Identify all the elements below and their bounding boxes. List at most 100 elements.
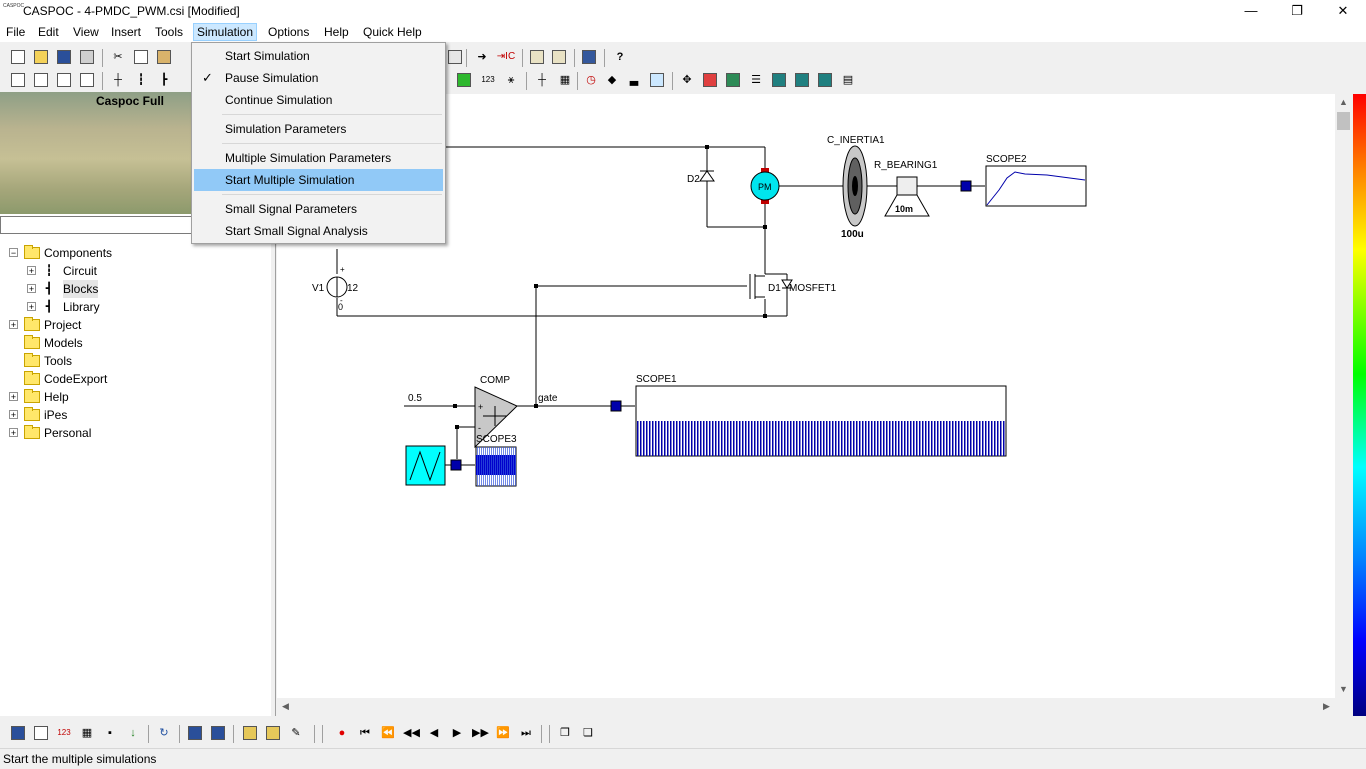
collapse-icon[interactable]: − bbox=[9, 248, 18, 258]
new-file-icon[interactable] bbox=[10, 49, 26, 65]
crosshair-icon[interactable]: ┼ bbox=[538, 74, 546, 86]
menu-options[interactable]: Options bbox=[268, 25, 310, 39]
menu-insert[interactable]: Insert bbox=[111, 25, 142, 39]
toolbar-tool-icon[interactable] bbox=[447, 49, 463, 65]
menu-item-start-multiple-simulation[interactable]: Start Multiple Simulation bbox=[194, 169, 443, 191]
component-edit-icon[interactable] bbox=[551, 49, 567, 65]
chip-3-icon[interactable] bbox=[817, 72, 833, 88]
save-icon[interactable] bbox=[56, 49, 72, 65]
component-settings-icon[interactable] bbox=[529, 49, 545, 65]
vertical-scroll-thumb[interactable] bbox=[1337, 112, 1350, 130]
tree-item-circuit[interactable]: + ┇ Circuit bbox=[0, 262, 270, 280]
copy-icon[interactable] bbox=[133, 49, 149, 65]
expand-icon[interactable]: + bbox=[9, 428, 18, 438]
step-forward-icon[interactable]: ▶▶ bbox=[472, 727, 489, 739]
tree-item-project[interactable]: + Project bbox=[0, 316, 270, 334]
scope-view-icon[interactable] bbox=[10, 725, 26, 741]
menu-help[interactable]: Help bbox=[324, 25, 349, 39]
block-terminal-icon[interactable]: ┣ bbox=[160, 74, 168, 86]
comparator[interactable] bbox=[474, 386, 518, 449]
grid-layout-icon[interactable]: ▦ bbox=[81, 727, 93, 739]
maximize-button[interactable]: ❐ bbox=[1291, 3, 1303, 18]
scope1-probe[interactable] bbox=[610, 400, 622, 412]
document-icon[interactable] bbox=[33, 725, 49, 741]
tree-item-library[interactable]: + ┫ Library bbox=[0, 298, 270, 316]
chip-icon[interactable]: ▪ bbox=[108, 727, 112, 739]
menu-simulation[interactable]: Simulation bbox=[193, 23, 258, 41]
close-button[interactable]: ✕ bbox=[1337, 3, 1349, 18]
fast-backward-icon[interactable]: ⏪ bbox=[381, 727, 395, 739]
skip-start-icon[interactable]: ⏮ bbox=[360, 727, 370, 739]
tree-item-models[interactable]: Models bbox=[0, 334, 270, 352]
vertical-scrollbar[interactable]: ▲ ▼ bbox=[1335, 94, 1352, 698]
initial-condition-icon[interactable]: ⇥IC bbox=[496, 51, 516, 62]
mosfet[interactable] bbox=[749, 274, 793, 299]
menu-item-multiple-simulation-parameters[interactable]: Multiple Simulation Parameters bbox=[225, 151, 392, 165]
scope3-probe[interactable] bbox=[450, 459, 462, 471]
bearing-friction[interactable] bbox=[884, 176, 930, 217]
cut-icon[interactable]: ✂ bbox=[113, 51, 123, 63]
scope3[interactable] bbox=[475, 446, 517, 487]
clock-icon[interactable]: ◷ bbox=[586, 74, 596, 86]
menu-item-continue-simulation[interactable]: Continue Simulation bbox=[225, 93, 333, 107]
download-arrow-icon[interactable]: ↓ bbox=[130, 727, 136, 739]
play-icon[interactable]: ▶ bbox=[452, 727, 462, 739]
components-icon[interactable] bbox=[702, 72, 718, 88]
expand-icon[interactable]: + bbox=[9, 392, 18, 402]
network-view-icon[interactable] bbox=[187, 725, 203, 741]
scope2-probe[interactable] bbox=[960, 180, 972, 192]
fast-forward-icon[interactable]: ⏩ bbox=[496, 727, 510, 739]
step-backward-icon[interactable]: ◀◀ bbox=[403, 727, 420, 739]
windows-stack-icon[interactable]: ❏ bbox=[583, 727, 593, 739]
scope-probe-icon[interactable]: ⚹ bbox=[507, 74, 515, 86]
expand-icon[interactable]: + bbox=[9, 320, 18, 330]
menu-quick-help[interactable]: Quick Help bbox=[363, 25, 422, 39]
menu-item-small-signal-parameters[interactable]: Small Signal Parameters bbox=[225, 202, 358, 216]
tree-item-ipes[interactable]: + iPes bbox=[0, 406, 270, 424]
menu-item-pause-simulation[interactable]: ✓ Pause Simulation bbox=[194, 67, 443, 89]
print-icon[interactable] bbox=[79, 49, 95, 65]
paint-icon[interactable]: ◆ bbox=[607, 74, 617, 86]
zoom-fit-icon[interactable] bbox=[33, 72, 49, 88]
scroll-left-icon[interactable]: ◀ bbox=[282, 701, 289, 711]
pm-motor[interactable] bbox=[750, 168, 780, 204]
network-edit-icon[interactable] bbox=[210, 725, 226, 741]
grid-icon[interactable]: ▦ bbox=[559, 74, 571, 86]
windows-cascade-icon[interactable]: ❐ bbox=[560, 727, 570, 739]
voltage-source-v1[interactable] bbox=[326, 276, 348, 298]
transfer-icon[interactable] bbox=[725, 72, 741, 88]
sensor-block-icon[interactable] bbox=[456, 72, 472, 88]
expand-icon[interactable]: + bbox=[27, 266, 36, 276]
minimize-button[interactable]: — bbox=[1244, 3, 1258, 18]
network-icon[interactable] bbox=[581, 49, 597, 65]
menu-item-start-small-signal-analysis[interactable]: Start Small Signal Analysis bbox=[225, 224, 368, 238]
menu-tools[interactable]: Tools bbox=[155, 25, 184, 39]
chip-2-icon[interactable] bbox=[794, 72, 810, 88]
record-icon[interactable]: ● bbox=[338, 727, 346, 739]
inertia-flywheel[interactable] bbox=[842, 145, 868, 227]
zoom-height-icon[interactable] bbox=[79, 72, 95, 88]
arrow-right-icon[interactable]: ➜ bbox=[477, 51, 487, 63]
expand-icon[interactable]: + bbox=[27, 302, 36, 312]
scroll-down-icon[interactable]: ▼ bbox=[1339, 684, 1348, 694]
gallery-icon[interactable] bbox=[265, 725, 281, 741]
level-meter-icon[interactable] bbox=[649, 72, 665, 88]
play-backward-icon[interactable]: ◀ bbox=[429, 727, 439, 739]
horizontal-scrollbar[interactable]: ◀ ▶ bbox=[277, 698, 1335, 715]
paste-icon[interactable] bbox=[156, 49, 172, 65]
tree-item-components[interactable]: − Components bbox=[0, 244, 270, 262]
image-icon[interactable] bbox=[242, 725, 258, 741]
scroll-right-icon[interactable]: ▶ bbox=[1323, 701, 1330, 711]
menu-item-simulation-parameters[interactable]: Simulation Parameters bbox=[225, 122, 347, 136]
schematic-canvas[interactable]: D2 PM C_INERTIA1 100u R_BEARING1 10m bbox=[277, 94, 1335, 698]
wire-node-icon[interactable]: ┼ bbox=[114, 74, 122, 86]
tree-item-codeexport[interactable]: CodeExport bbox=[0, 370, 270, 388]
tree-item-tools[interactable]: Tools bbox=[0, 352, 270, 370]
zoom-100-icon[interactable] bbox=[10, 72, 26, 88]
scope2[interactable] bbox=[985, 165, 1087, 207]
expand-icon[interactable]: + bbox=[9, 410, 18, 420]
chip-icon[interactable] bbox=[771, 72, 787, 88]
move-icon[interactable]: ✥ bbox=[682, 74, 692, 86]
number-block-icon[interactable]: 123 bbox=[481, 75, 495, 84]
bar-chart-icon[interactable]: ▃ bbox=[629, 74, 639, 86]
